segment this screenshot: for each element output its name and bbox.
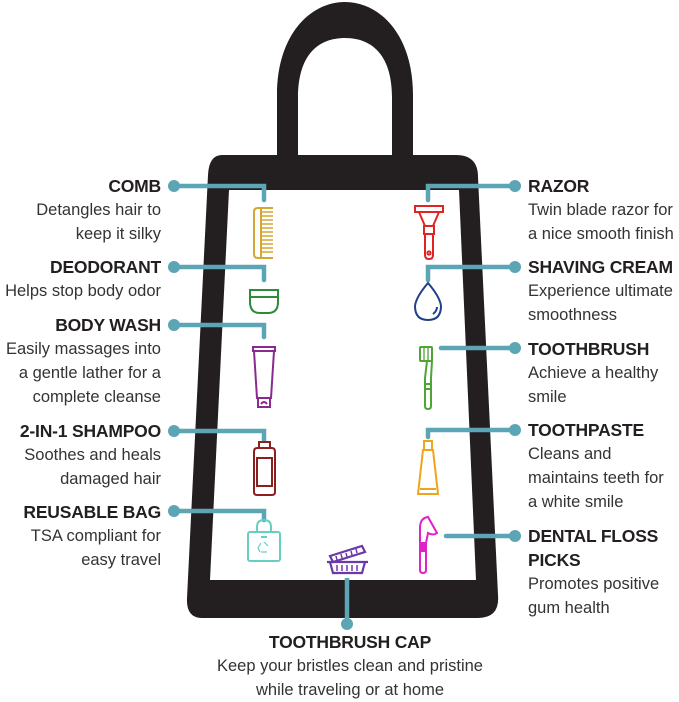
toothbrush-cap-icon: [327, 544, 368, 575]
bag-body: [186, 155, 499, 618]
floss-desc-line: gum health: [528, 599, 610, 617]
deodorant-title: DEODORANT: [50, 257, 161, 277]
razor-desc-line: Twin blade razor for: [528, 201, 673, 219]
floss-desc-line: Promotes positive: [528, 575, 660, 593]
shampoo-bottle-icon: [253, 441, 276, 496]
razor-desc-line: a nice smooth finish: [528, 225, 674, 243]
recycle-bag-icon: [247, 518, 281, 562]
shaving-cream-desc-line: Experience ultimate: [528, 282, 673, 300]
toothbrush-desc-line: Achieve a healthy: [528, 364, 659, 382]
deodorant-desc-line: Helps stop body odor: [5, 282, 161, 300]
connector-dots-right: [509, 180, 521, 542]
reusable-bag-desc-line: TSA compliant for: [30, 527, 161, 545]
connectors-left: [171, 183, 267, 523]
toothpaste-desc-line: maintains teeth for: [528, 469, 664, 487]
toothpaste-desc-line: Cleans and: [528, 445, 612, 463]
shaving-cream-desc-line: smoothness: [528, 306, 617, 324]
razor-icon: [414, 205, 444, 261]
toothpaste-desc-line: a white smile: [528, 493, 624, 511]
shampoo-desc-line: Soothes and heals: [24, 446, 161, 464]
shampoo-desc-line: damaged hair: [60, 470, 161, 488]
toothbrush-title: TOOTHBRUSH: [528, 339, 650, 359]
label-shampoo: 2-IN-1 SHAMPOO Soothes and heals damaged…: [20, 419, 161, 491]
body-wash-desc-line: Easily massages into: [6, 340, 161, 358]
floss-pick-icon: [419, 515, 439, 575]
label-toothbrush-cap: TOOTHBRUSH CAP Keep your bristles clean …: [160, 630, 540, 702]
droplet-icon: [413, 281, 443, 322]
reusable-bag-desc-line: easy travel: [81, 551, 161, 569]
label-toothpaste: TOOTHPASTE Cleans and maintains teeth fo…: [528, 418, 664, 514]
toothbrush-icon: [419, 346, 433, 411]
reusable-bag-title: REUSABLE BAG: [23, 502, 161, 522]
toothbrush-cap-title: TOOTHBRUSH CAP: [268, 632, 432, 652]
toothpaste-icon: [416, 440, 440, 495]
shampoo-title: 2-IN-1 SHAMPOO: [19, 421, 161, 441]
label-dental-floss-picks: DENTAL FLOSS PICKS Promotes positive gum…: [528, 524, 659, 620]
toothbrush-desc-line: smile: [528, 388, 567, 406]
body-wash-desc-line: complete cleanse: [32, 388, 161, 406]
label-reusable-bag: REUSABLE BAG TSA compliant for easy trav…: [23, 500, 161, 572]
bag-handle: [277, 2, 413, 158]
toothpaste-title: TOOTHPASTE: [528, 420, 644, 440]
shaving-cream-title: SHAVING CREAM: [528, 257, 673, 277]
razor-title: RAZOR: [528, 176, 590, 196]
comb-icon: [253, 207, 273, 259]
comb-desc-line: Detangles hair to: [36, 201, 161, 219]
label-toothbrush: TOOTHBRUSH Achieve a healthy smile: [528, 337, 658, 409]
label-deodorant: DEODORANT Helps stop body odor: [5, 255, 161, 303]
comb-title: COMB: [108, 176, 161, 196]
body-wash-tube-icon: [252, 346, 276, 408]
label-body-wash: BODY WASH Easily massages into a gentle …: [6, 313, 161, 409]
toothbrush-cap-desc-line: Keep your bristles clean and pristine: [217, 657, 483, 675]
body-wash-title: BODY WASH: [55, 315, 161, 335]
body-wash-desc-line: a gentle lather for a: [18, 364, 161, 382]
connector-dots-left: [168, 180, 180, 517]
label-razor: RAZOR Twin blade razor for a nice smooth…: [528, 174, 674, 246]
label-shaving-cream: SHAVING CREAM Experience ultimate smooth…: [528, 255, 673, 327]
comb-desc-line: keep it silky: [75, 225, 161, 243]
label-comb: COMB Detangles hair to keep it silky: [36, 174, 161, 246]
floss-title-line: DENTAL FLOSS: [528, 526, 659, 546]
toothbrush-cap-desc-line: while traveling or at home: [255, 681, 444, 699]
floss-title-line: PICKS: [528, 550, 581, 570]
deodorant-icon: [249, 289, 279, 314]
connectors-right: [425, 183, 518, 539]
connector-dot-bottom: [341, 618, 353, 630]
